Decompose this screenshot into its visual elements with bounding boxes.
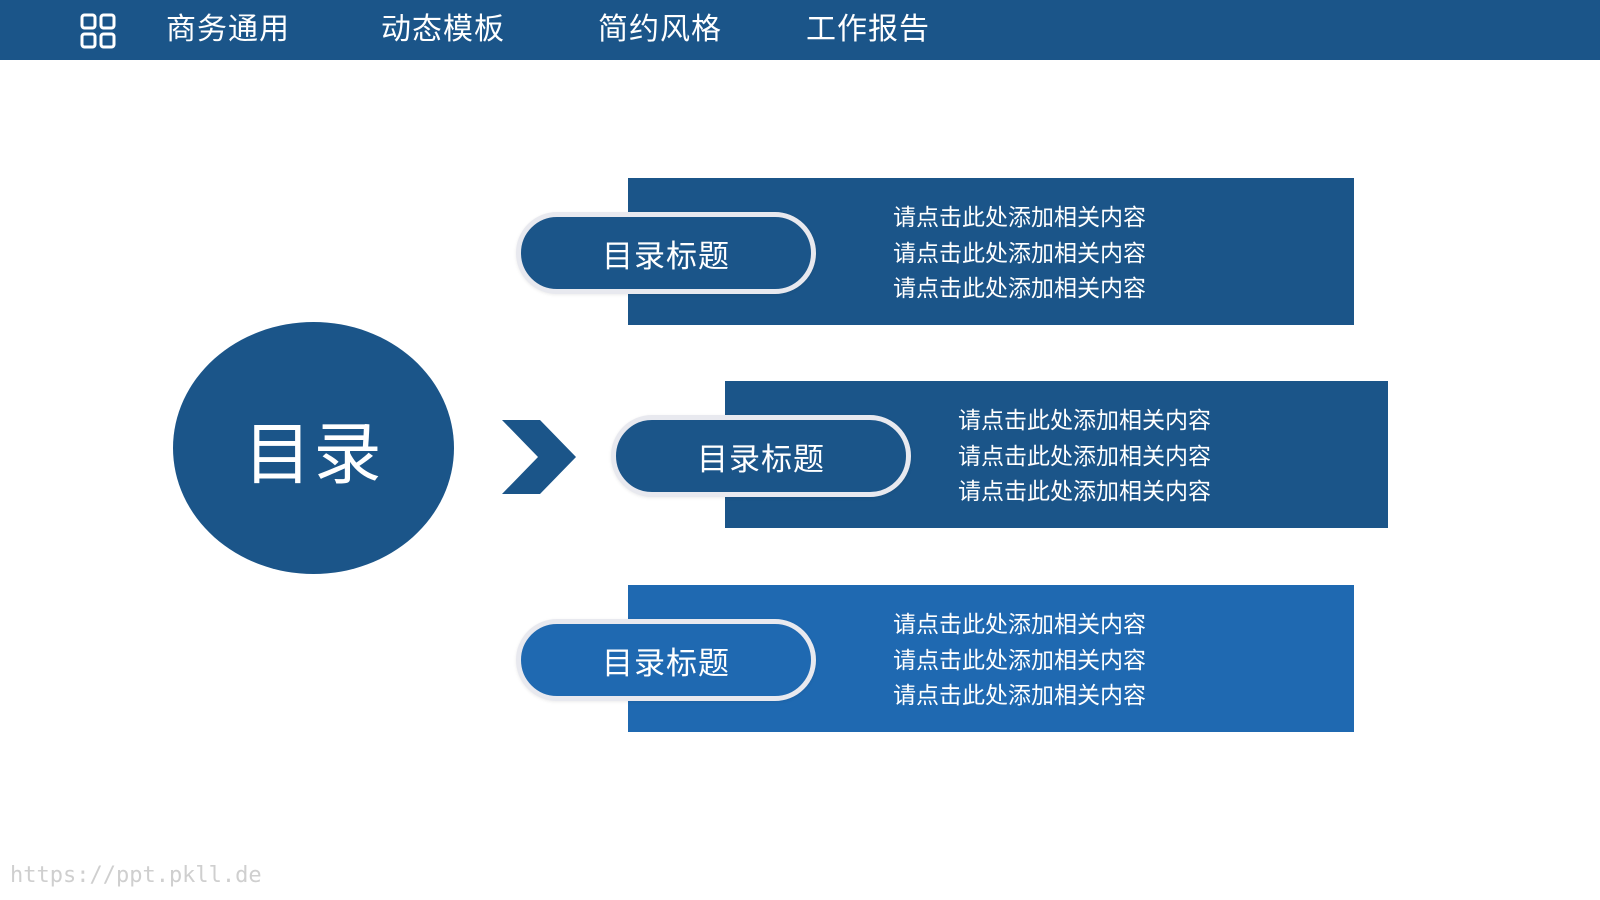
toc-circle: 目录 — [173, 322, 454, 574]
toc-row-2-content: 请点击此处添加相关内容 请点击此处添加相关内容 请点击此处添加相关内容 — [958, 404, 1211, 511]
watermark-url: https://ppt.pkll.de — [10, 863, 262, 888]
nav-item-simple-style[interactable]: 简约风格 — [598, 12, 722, 47]
toc-row-2-title: 目录标题 — [697, 441, 825, 478]
toc-row-3-title: 目录标题 — [602, 645, 730, 682]
toc-row-1-title: 目录标题 — [602, 238, 730, 275]
toc-row-1-line-1: 请点击此处添加相关内容 — [893, 205, 1146, 231]
toc-row-3-line-1: 请点击此处添加相关内容 — [893, 612, 1146, 638]
toc-row-2-line-1: 请点击此处添加相关内容 — [958, 408, 1211, 434]
grid-icon[interactable] — [80, 13, 116, 49]
toc-row-1-line-2: 请点击此处添加相关内容 — [893, 240, 1146, 267]
chevron-right-icon — [502, 420, 576, 494]
nav-item-business[interactable]: 商务通用 — [166, 12, 290, 47]
top-bar: 商务通用 动态模板 简约风格 工作报告 — [0, 0, 1600, 60]
toc-title: 目录 — [243, 415, 384, 495]
toc-row-3-line-3: 请点击此处添加相关内容 — [893, 683, 1146, 709]
toc-row-1-content: 请点击此处添加相关内容 请点击此处添加相关内容 请点击此处添加相关内容 — [893, 201, 1146, 308]
toc-row-1-line-3: 请点击此处添加相关内容 — [893, 276, 1146, 302]
nav-item-dynamic-template[interactable]: 动态模板 — [381, 12, 505, 47]
toc-row-2-line-2: 请点击此处添加相关内容 — [958, 443, 1211, 470]
toc-row-3-line-2: 请点击此处添加相关内容 — [893, 647, 1146, 674]
toc-row-3-content: 请点击此处添加相关内容 请点击此处添加相关内容 请点击此处添加相关内容 — [893, 608, 1146, 715]
toc-row-2-pill[interactable]: 目录标题 — [611, 415, 911, 497]
toc-row-3-pill[interactable]: 目录标题 — [516, 619, 816, 701]
nav-item-work-report[interactable]: 工作报告 — [806, 12, 930, 47]
toc-row-2-line-3: 请点击此处添加相关内容 — [958, 479, 1211, 505]
toc-row-1-pill[interactable]: 目录标题 — [516, 212, 816, 294]
